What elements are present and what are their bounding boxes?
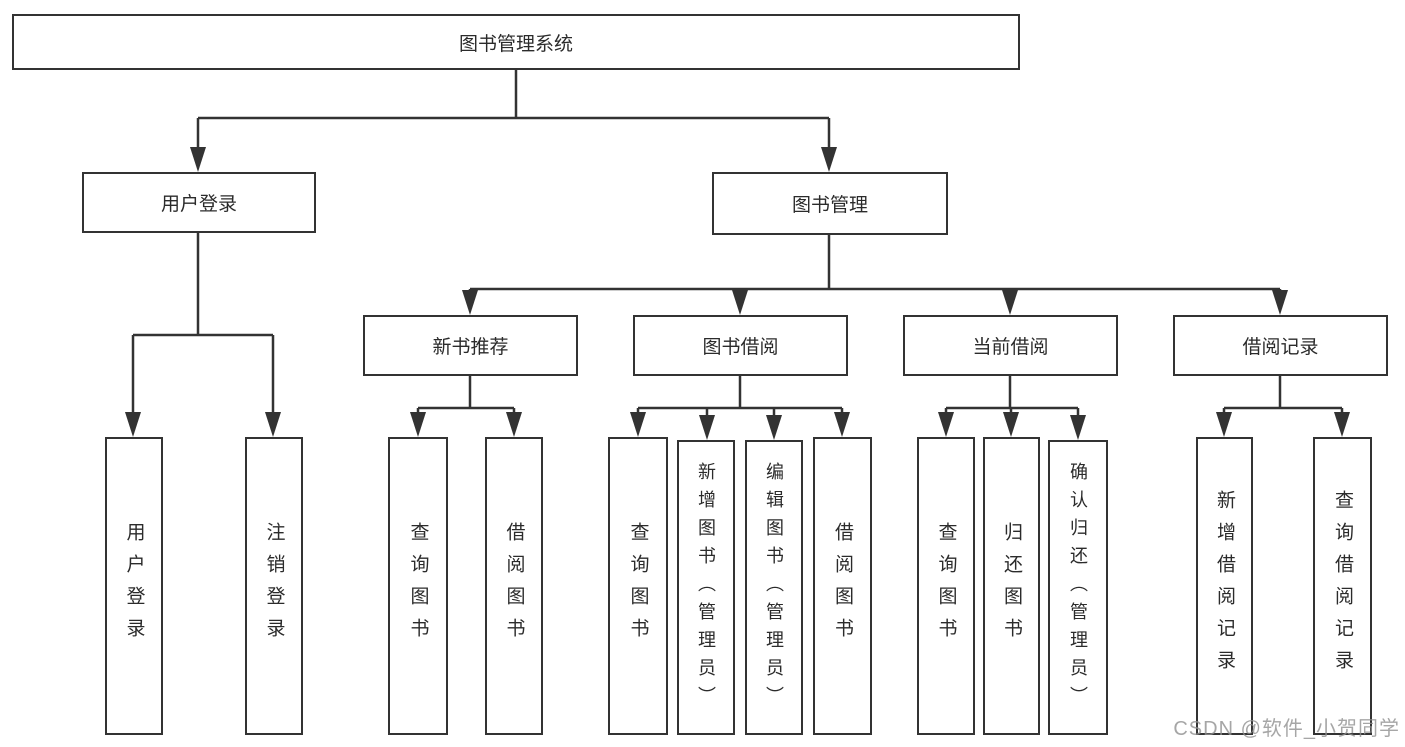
leaf-bb-edit-books-admin: 编辑图书（管理员） <box>745 440 803 735</box>
leaf-br-query-record: 查询借阅记录 <box>1313 437 1372 735</box>
node-current-borrowing: 当前借阅 <box>903 315 1118 376</box>
leaf-bb-query-books: 查询图书 <box>608 437 668 735</box>
node-borrow-records: 借阅记录 <box>1173 315 1388 376</box>
leaf-bb-borrow-books: 借阅图书 <box>813 437 872 735</box>
leaf-nbr-query-books: 查询图书 <box>388 437 448 735</box>
leaf-cb-confirm-return-admin: 确认归还（管理员） <box>1048 440 1108 735</box>
leaf-bb-add-books-admin: 新增图书（管理员） <box>677 440 735 735</box>
node-library-system: 图书管理系统 <box>12 14 1020 70</box>
leaf-cb-return-books: 归还图书 <box>983 437 1040 735</box>
arrowhead-icons <box>125 147 1350 440</box>
node-new-book-recommend: 新书推荐 <box>363 315 578 376</box>
leaf-logout: 注销登录 <box>245 437 303 735</box>
node-book-management: 图书管理 <box>712 172 948 235</box>
node-user-login: 用户登录 <box>82 172 316 233</box>
leaf-cb-query-books: 查询图书 <box>917 437 975 735</box>
csdn-watermark: CSDN @软件_小贺同学 <box>1173 718 1400 740</box>
leaf-user-login: 用户登录 <box>105 437 163 735</box>
node-book-borrowing: 图书借阅 <box>633 315 848 376</box>
leaf-nbr-borrow-books: 借阅图书 <box>485 437 543 735</box>
leaf-br-add-record: 新增借阅记录 <box>1196 437 1253 735</box>
